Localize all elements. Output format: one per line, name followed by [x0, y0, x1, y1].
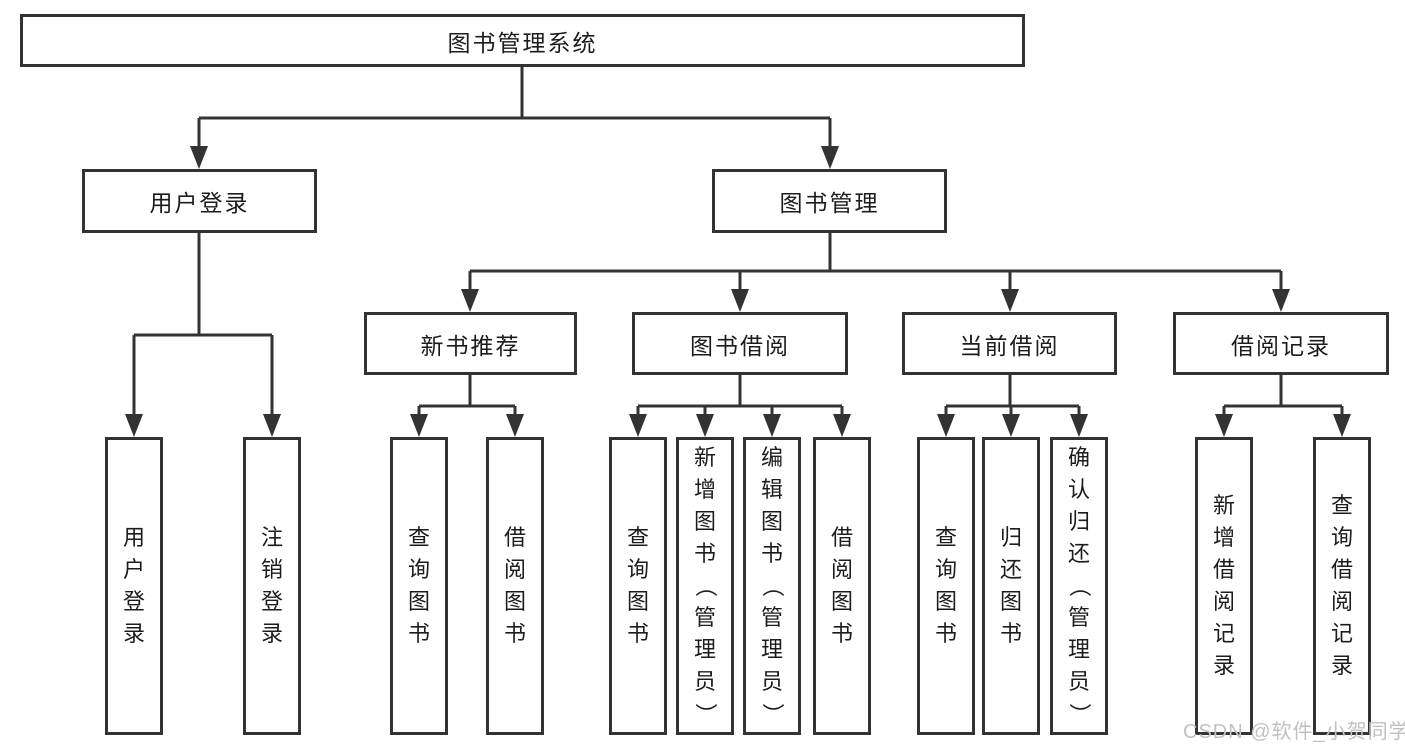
leaf-bookborrow-edit: 编辑图书（管理员） — [743, 437, 801, 735]
arrow-icon — [833, 414, 851, 437]
node-new-book-recommend-label: 新书推荐 — [420, 332, 521, 359]
arrowheads — [125, 146, 1351, 437]
leaf-current-return: 归还图书 — [982, 437, 1040, 735]
node-book-management: 图书管理 — [712, 169, 947, 233]
node-book-borrow: 图书借阅 — [632, 312, 848, 375]
arrow-icon — [1070, 414, 1088, 437]
arrow-icon — [1272, 289, 1290, 312]
node-root: 图书管理系统 — [20, 14, 1025, 67]
arrow-icon — [629, 414, 647, 437]
arrow-icon — [1215, 414, 1233, 437]
arrow-icon — [1001, 289, 1019, 312]
node-user-login: 用户登录 — [82, 169, 317, 233]
leaf-newbook-query: 查询图书 — [390, 437, 448, 735]
node-book-borrow-label: 图书借阅 — [690, 332, 790, 359]
leaf-bookborrow-borrow-label: 借阅图书 — [830, 525, 853, 646]
leaf-bookborrow-query: 查询图书 — [609, 437, 667, 735]
leaf-current-confirm-label: 确认归还（管理员） — [1066, 445, 1092, 726]
arrow-icon — [1002, 414, 1020, 437]
leaf-current-query-label: 查询图书 — [934, 525, 957, 646]
connector-path — [132, 67, 1344, 418]
arrow-icon — [506, 414, 524, 437]
arrow-icon — [821, 146, 839, 169]
leaf-newbook-borrow-label: 借阅图书 — [503, 525, 526, 646]
node-root-label: 图书管理系统 — [447, 29, 598, 56]
arrow-icon — [731, 289, 749, 312]
leaf-newbook-borrow: 借阅图书 — [486, 437, 544, 735]
node-user-login-label: 用户登录 — [149, 190, 250, 216]
arrow-icon — [763, 414, 781, 437]
leaf-records-add: 新增借阅记录 — [1195, 437, 1253, 735]
node-book-management-label: 图书管理 — [779, 190, 880, 216]
leaf-user-login-label: 用户登录 — [122, 525, 145, 646]
node-new-book-recommend: 新书推荐 — [364, 312, 577, 375]
leaf-bookborrow-add: 新增图书（管理员） — [676, 437, 734, 735]
node-current-borrow: 当前借阅 — [902, 312, 1117, 375]
arrow-icon — [125, 414, 143, 437]
leaf-logout-label: 注销登录 — [260, 525, 283, 646]
arrow-icon — [263, 414, 281, 437]
leaf-current-query: 查询图书 — [917, 437, 975, 735]
leaf-records-query: 查询借阅记录 — [1313, 437, 1371, 735]
arrow-icon — [937, 414, 955, 437]
leaf-newbook-query-label: 查询图书 — [407, 525, 430, 646]
arrow-icon — [461, 289, 479, 312]
arrow-icon — [190, 146, 208, 169]
leaf-current-return-label: 归还图书 — [999, 525, 1022, 646]
leaf-bookborrow-add-label: 新增图书（管理员） — [692, 445, 718, 726]
arrow-icon — [696, 414, 714, 437]
leaf-records-add-label: 新增借阅记录 — [1212, 493, 1235, 678]
arrow-icon — [1333, 414, 1351, 437]
leaf-bookborrow-borrow: 借阅图书 — [813, 437, 871, 735]
leaf-bookborrow-edit-label: 编辑图书（管理员） — [759, 445, 785, 726]
leaf-records-query-label: 查询借阅记录 — [1330, 493, 1353, 678]
node-borrow-records: 借阅记录 — [1173, 312, 1389, 375]
leaf-user-login: 用户登录 — [105, 437, 163, 735]
leaf-logout: 注销登录 — [243, 437, 301, 735]
leaf-bookborrow-query-label: 查询图书 — [626, 525, 649, 646]
arrow-icon — [410, 414, 428, 437]
csdn-watermark: CSDN @软件_小贺同学 — [1183, 721, 1405, 743]
node-borrow-records-label: 借阅记录 — [1231, 332, 1331, 359]
leaf-current-confirm: 确认归还（管理员） — [1050, 437, 1108, 735]
node-current-borrow-label: 当前借阅 — [959, 332, 1060, 359]
